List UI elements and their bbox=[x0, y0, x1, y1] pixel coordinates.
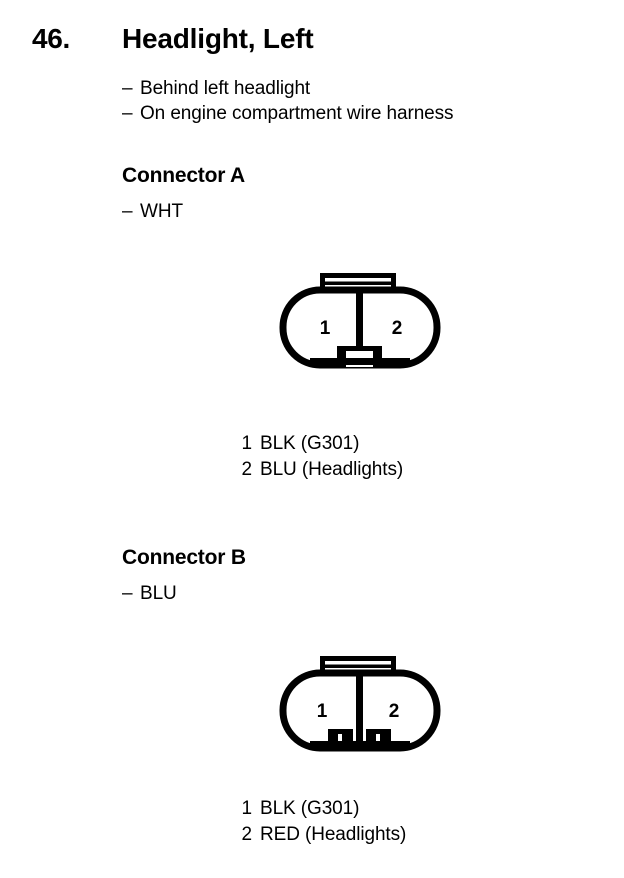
cavity-label-1: 1 bbox=[317, 701, 328, 722]
note-text: On engine compartment wire harness bbox=[140, 103, 454, 124]
pin-row: 2 RED (Headlights) bbox=[230, 822, 560, 848]
note-dash: – bbox=[122, 78, 133, 99]
cavity-divider bbox=[356, 673, 363, 748]
connector-b-heading: Connector B bbox=[122, 546, 246, 569]
connector-a-heading: Connector A bbox=[122, 164, 246, 187]
pin-label: RED (Headlights) bbox=[260, 824, 407, 845]
pin-index: 1 bbox=[241, 433, 253, 454]
connector-bottom-edge bbox=[310, 358, 410, 365]
pin-index: 2 bbox=[241, 459, 253, 480]
connector-a-diagram: 1 2 bbox=[270, 262, 450, 377]
pin-row: 1 BLK (G301) bbox=[230, 431, 560, 457]
connector-b-color-code: BLU bbox=[140, 583, 177, 604]
connector-a-color-note: –WHT bbox=[122, 199, 183, 224]
section-header: 46. Headlight, Left bbox=[0, 22, 624, 64]
location-notes: –Behind left headlight –On engine compar… bbox=[122, 76, 602, 126]
page-title: Headlight, Left bbox=[122, 23, 314, 54]
pin-row: 2 BLU (Headlights) bbox=[230, 457, 560, 483]
connector-bottom-edge bbox=[310, 741, 410, 748]
note-text: Behind left headlight bbox=[140, 78, 311, 99]
note-dash: – bbox=[122, 103, 133, 124]
cavity-label-1: 1 bbox=[320, 318, 331, 339]
pin-label: BLU (Headlights) bbox=[260, 459, 404, 480]
connector-b-color-note: –BLU bbox=[122, 581, 177, 606]
note-dash: – bbox=[122, 201, 133, 222]
cavity-divider bbox=[356, 290, 363, 365]
connector-b-pin-legend: 1 BLK (G301) 2 RED (Headlights) bbox=[230, 796, 560, 848]
connector-b-diagram: 1 2 bbox=[270, 645, 450, 760]
pin-index: 1 bbox=[241, 798, 253, 819]
note-item: –On engine compartment wire harness bbox=[122, 101, 602, 126]
note-dash: – bbox=[122, 583, 133, 604]
section-number: 46. bbox=[32, 23, 71, 54]
cavity-label-2: 2 bbox=[389, 701, 400, 722]
note-item: –Behind left headlight bbox=[122, 76, 602, 101]
connector-a-pin-legend: 1 BLK (G301) 2 BLU (Headlights) bbox=[230, 431, 560, 483]
pin-label: BLK (G301) bbox=[260, 433, 360, 454]
connector-a-color-code: WHT bbox=[140, 201, 183, 222]
pin-row: 1 BLK (G301) bbox=[230, 796, 560, 822]
pin-index: 2 bbox=[241, 824, 253, 845]
pin-label: BLK (G301) bbox=[260, 798, 360, 819]
cavity-label-2: 2 bbox=[392, 318, 403, 339]
